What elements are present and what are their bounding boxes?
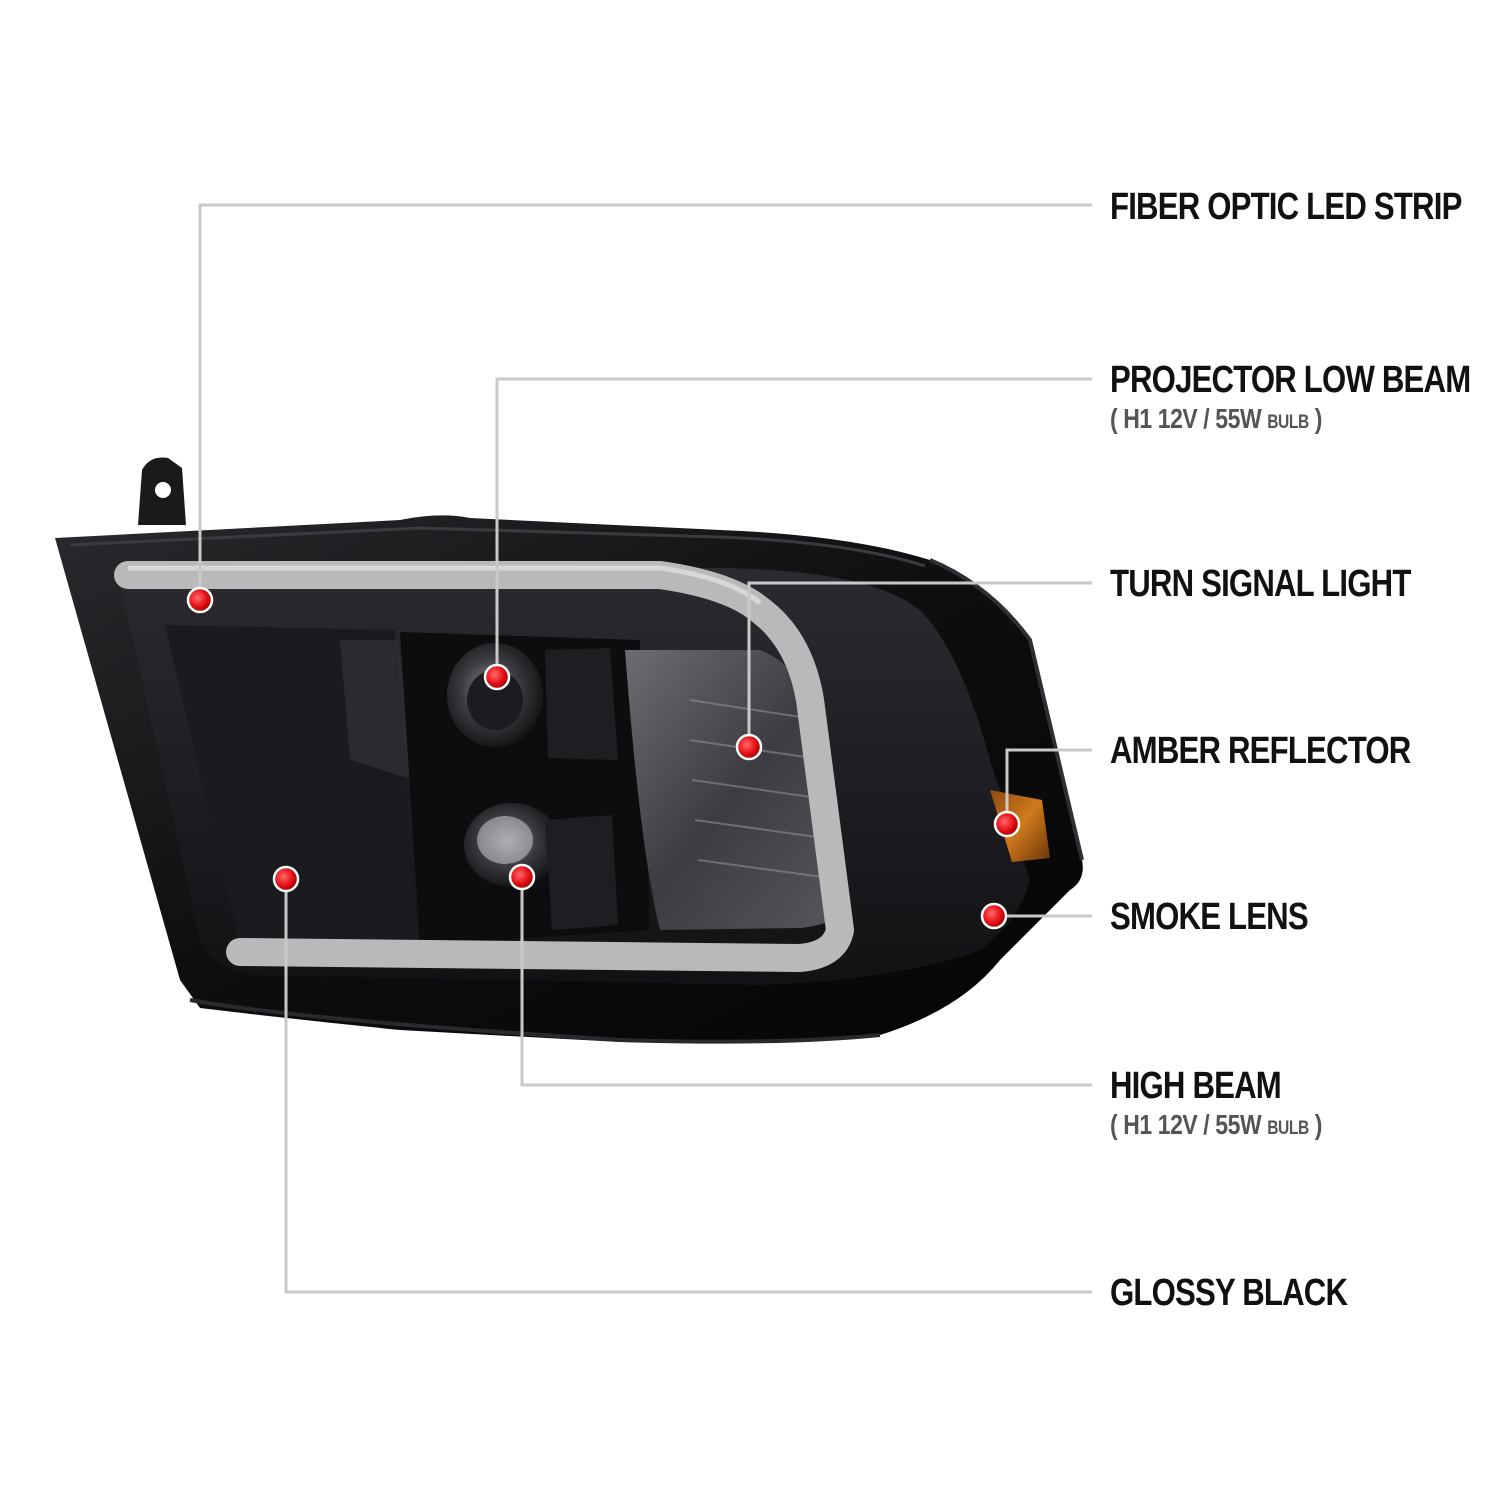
marker-fiber-optic-led-strip: [186, 586, 214, 614]
marker-dots: [186, 586, 1021, 930]
label-glossy-black: GLOSSY BLACK: [1110, 1272, 1348, 1314]
marker-smoke-lens: [980, 902, 1008, 930]
mounting-hole: [155, 482, 171, 498]
marker-turn-signal-light: [735, 733, 763, 761]
marker-high-beam: [508, 863, 536, 891]
leader-line-fiber-optic-led-strip: [198, 203, 1092, 600]
leader-line-turn-signal-light: [747, 581, 1092, 747]
label-smoke-lens: SMOKE LENS: [1110, 896, 1309, 938]
leader-lines: [198, 203, 1092, 1294]
label-turn-signal-light: TURN SIGNAL LIGHT: [1110, 563, 1411, 605]
leader-line-projector-low-beam: [495, 377, 1092, 677]
label-high-beam: HIGH BEAM: [1110, 1065, 1282, 1107]
marker-projector-low-beam: [483, 663, 511, 691]
leader-line-glossy-black: [284, 879, 1092, 1294]
sublabel-projector-low-beam: ( H1 12V / 55W BULB ): [1110, 403, 1323, 434]
turn-signal-section: [625, 650, 850, 930]
label-fiber-optic-led-strip: FIBER OPTIC LED STRIP: [1110, 186, 1462, 228]
leader-line-amber-reflector: [1005, 748, 1092, 824]
leader-line-high-beam: [520, 877, 1092, 1087]
led-strip: [114, 561, 854, 972]
marker-glossy-black: [272, 865, 300, 893]
label-amber-reflector: AMBER REFLECTOR: [1110, 730, 1411, 772]
label-projector-low-beam: PROJECTOR LOW BEAM: [1110, 359, 1471, 401]
sublabel-high-beam: ( H1 12V / 55W BULB ): [1110, 1109, 1323, 1140]
marker-amber-reflector: [993, 810, 1021, 838]
headlight-image: [55, 457, 1084, 1044]
